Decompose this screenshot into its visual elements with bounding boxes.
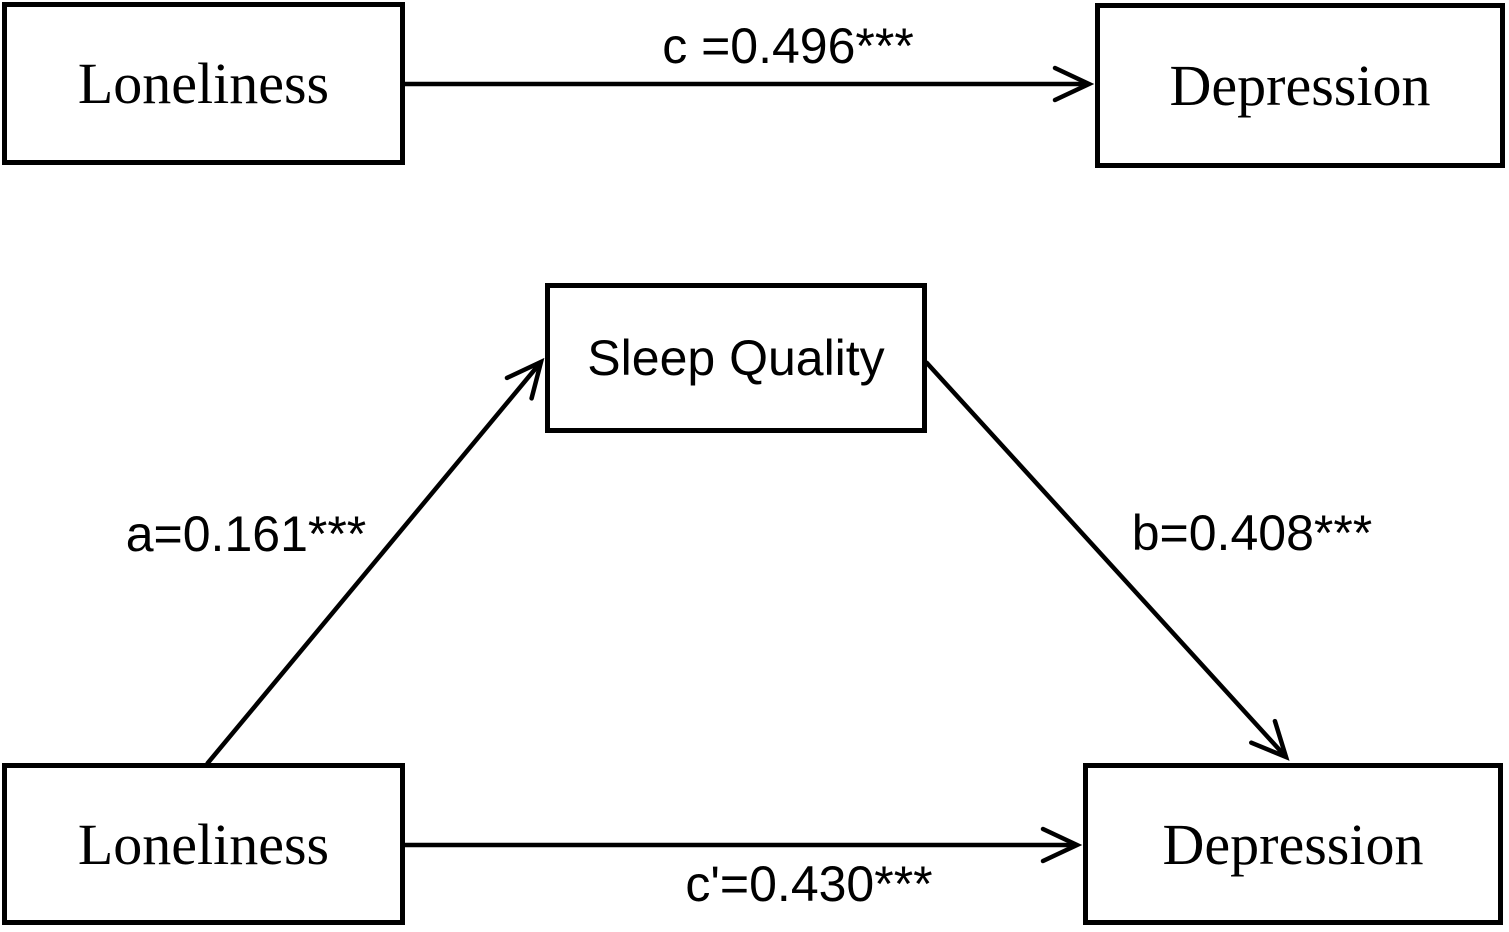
node-mediation-predictor: Loneliness — [2, 763, 405, 925]
node-mediation-outcome: Depression — [1083, 763, 1503, 925]
path-a-coefficient-label: a=0.161*** — [125, 506, 367, 562]
path-b-coefficient-label: b=0.408*** — [1131, 505, 1373, 561]
node-label: Depression — [1169, 53, 1431, 118]
node-mediator: Sleep Quality — [545, 283, 927, 433]
path-c-coefficient-label: c =0.496*** — [662, 18, 914, 74]
node-total-effect-predictor: Loneliness — [2, 2, 405, 165]
node-label: Depression — [1162, 811, 1424, 877]
node-label: Loneliness — [77, 811, 330, 877]
node-total-effect-outcome: Depression — [1095, 3, 1505, 168]
path-b-arrow — [924, 360, 1290, 761]
node-label: Sleep Quality — [587, 330, 885, 386]
path-c-prime-coefficient-label: c'=0.430*** — [685, 856, 933, 912]
path-a-arrow — [205, 357, 545, 766]
node-label: Loneliness — [77, 51, 330, 116]
